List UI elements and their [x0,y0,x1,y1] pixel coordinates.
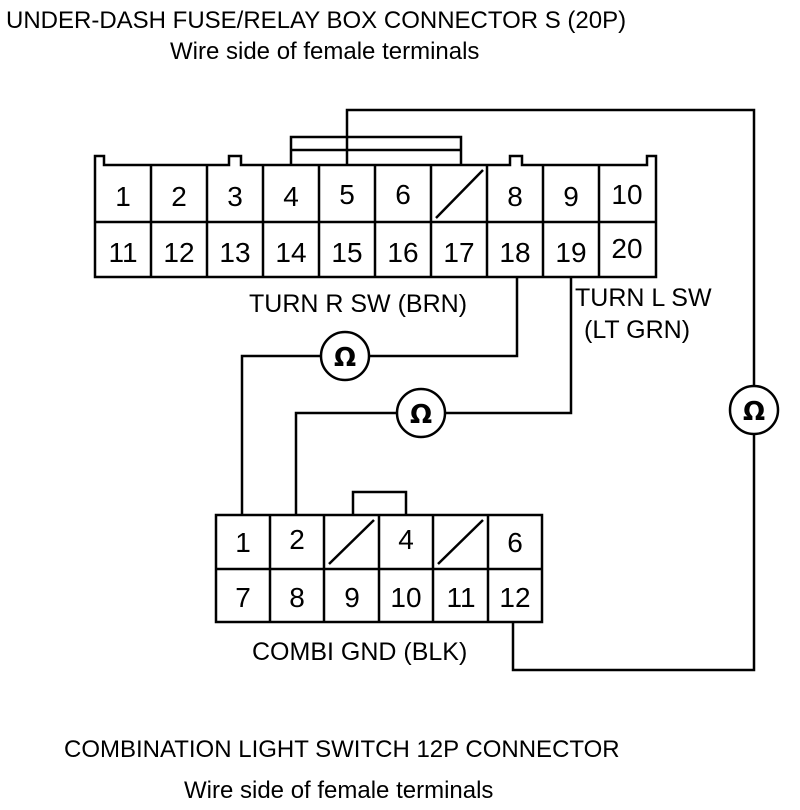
top-pin-label: 16 [387,237,418,268]
wire-turn-r-sw [369,277,519,358]
top-connector-unused-slash [435,169,484,219]
bottom-pin-label: 10 [390,582,421,613]
bottom-connector-lock-tab [351,490,408,515]
top-pin-label: 5 [339,179,355,210]
bottom-pin-label: 11 [446,582,475,613]
top-pin-label: 8 [507,181,523,212]
top-pin-label: 15 [331,237,362,268]
ohm-symbol: Ω [334,343,356,373]
bottom-pin-label: 4 [398,524,414,555]
top-connector-cell-dividers [149,165,601,277]
bottom-connector-subtitle: Wire side of female terminals [184,777,494,804]
ohmmeter-combi-gnd [728,384,780,436]
top-connector-title: UNDER-DASH FUSE/RELAY BOX CONNECTOR S (2… [6,7,627,34]
ohm-symbol: Ω [410,400,432,430]
turn-r-sw-label: TURN R SW (BRN) [249,290,467,318]
turn-l-sw-color-label: (LT GRN) [584,316,690,344]
wire-combi-gnd-bottom [511,434,756,672]
top-pin-label: 12 [163,237,194,268]
bottom-pin-label: 8 [289,582,305,613]
top-pin-label: 2 [171,181,187,212]
wire-turn-l-sw-combi [294,411,397,515]
combi-gnd-label: COMBI GND (BLK) [252,638,467,666]
top-pin-label: 6 [395,179,411,210]
top-pin-label: 1 [115,181,131,212]
top-pin-label: 20 [611,233,642,264]
top-pin-label: 9 [563,181,579,212]
wire-turn-r-sw-combi [240,354,321,515]
turn-l-sw-label: TURN L SW [575,284,712,312]
top-pin-label: 11 [108,237,137,268]
bottom-pin-label: 6 [507,527,523,558]
top-pin-label: 19 [555,237,586,268]
bottom-connector-cell-dividers [268,515,490,622]
ohmmeter-turn-r [319,330,371,382]
bottom-connector-unused-slash-3 [328,519,375,565]
top-pin-label: 13 [219,237,250,268]
ohm-symbol: Ω [743,397,765,427]
bottom-pin-label: 12 [499,582,530,613]
top-pin-label: 18 [499,237,530,268]
top-pin-label: 3 [227,181,243,212]
top-connector-body [93,154,658,279]
bottom-connector-unused-slash-5 [437,519,484,565]
bottom-pin-label: 7 [235,582,251,613]
top-pin-label: 14 [275,237,306,268]
bottom-pin-label: 9 [344,582,360,613]
wire-turn-l-sw [444,277,573,415]
top-pin-label: 17 [443,237,474,268]
top-pin-label: 4 [283,181,299,212]
ohmmeter-turn-l [395,387,447,439]
top-pin-label: 10 [611,179,642,210]
bottom-pin-label: 1 [235,527,251,558]
bottom-pin-label: 2 [289,524,305,555]
wire-combi-gnd-top [345,108,756,386]
bottom-connector-title: COMBINATION LIGHT SWITCH 12P CONNECTOR [64,736,620,763]
top-connector-subtitle: Wire side of female terminals [170,38,480,65]
